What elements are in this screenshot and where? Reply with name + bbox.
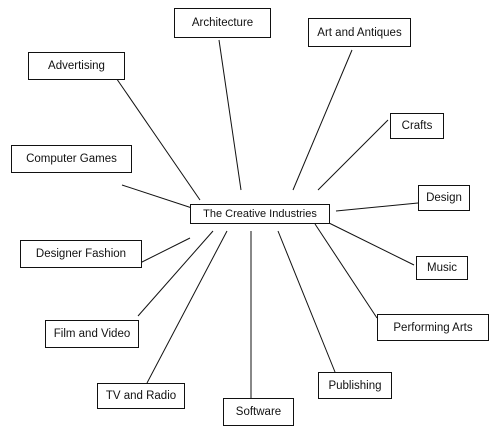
node-label: Performing Arts bbox=[393, 321, 473, 334]
connector-advertising bbox=[111, 71, 201, 201]
connector-film-and-video bbox=[137, 230, 214, 317]
node-crafts: Crafts bbox=[390, 113, 444, 139]
node-label: Art and Antiques bbox=[317, 26, 402, 39]
connector-music bbox=[326, 221, 415, 266]
node-tv-and-radio: TV and Radio bbox=[97, 383, 185, 409]
node-art-and-antiques: Art and Antiques bbox=[308, 18, 411, 47]
node-label: Designer Fashion bbox=[35, 248, 127, 260]
connector-design bbox=[335, 202, 419, 212]
node-label: Advertising bbox=[48, 60, 105, 72]
node-label: Computer Games bbox=[26, 153, 117, 165]
connector-performing-arts bbox=[314, 223, 378, 319]
node-label: TV and Radio bbox=[105, 390, 177, 402]
node-performing-arts: Performing Arts bbox=[377, 314, 489, 341]
node-label: Music bbox=[426, 262, 458, 274]
node-label: Design bbox=[426, 192, 462, 204]
node-label: Software bbox=[235, 406, 282, 418]
node-designer-fashion: Designer Fashion bbox=[20, 240, 142, 268]
node-computer-games: Computer Games bbox=[11, 145, 132, 173]
node-music: Music bbox=[416, 256, 468, 280]
node-publishing: Publishing bbox=[318, 372, 392, 399]
node-label: Film and Video bbox=[53, 328, 131, 340]
connector-designer-fashion bbox=[139, 237, 191, 264]
connector-crafts bbox=[317, 119, 389, 191]
center-node-label: The Creative Industries bbox=[203, 208, 317, 220]
connector-publishing bbox=[277, 230, 336, 373]
node-label: Architecture bbox=[191, 17, 254, 29]
node-software: Software bbox=[223, 398, 294, 426]
node-label: Publishing bbox=[328, 379, 382, 392]
connector-tv-and-radio bbox=[146, 230, 228, 384]
node-architecture: Architecture bbox=[174, 8, 271, 38]
connector-computer-games bbox=[121, 184, 193, 209]
connector-art-and-antiques bbox=[292, 49, 353, 191]
node-film-and-video: Film and Video bbox=[45, 320, 139, 348]
node-design: Design bbox=[418, 185, 470, 211]
node-advertising: Advertising bbox=[28, 52, 125, 80]
center-node: The Creative Industries bbox=[190, 204, 330, 224]
connector-architecture bbox=[218, 39, 242, 191]
node-label: Crafts bbox=[401, 120, 433, 132]
